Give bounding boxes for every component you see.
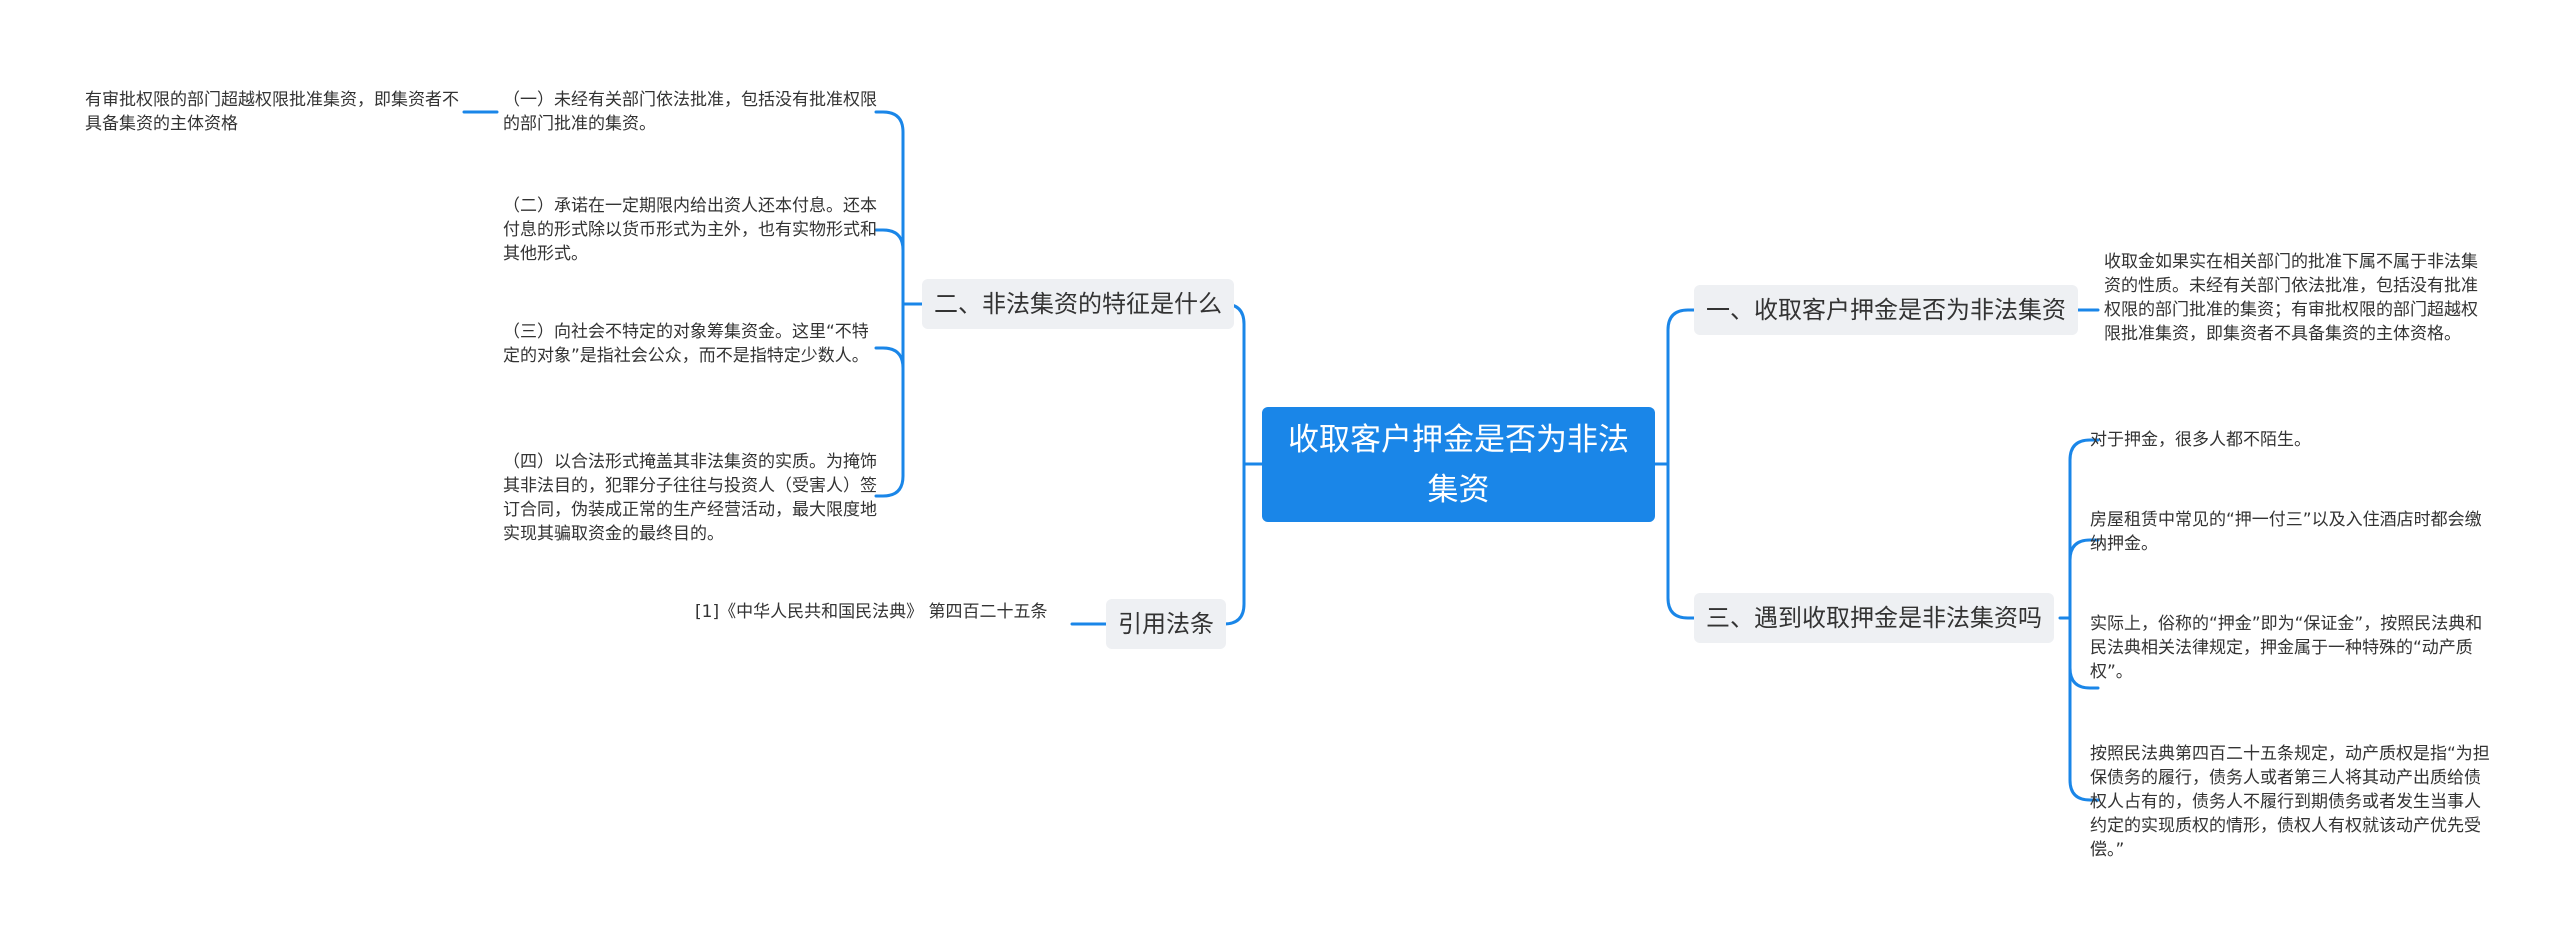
branch-3-leaf-2-text: 房屋租赁中常见的“押一付三”以及入住酒店时都会缴纳押金。 [2090,510,2482,554]
branch-2-leaf-2-text: （二）承诺在一定期限内给出资人还本付息。还本付息的形式除以货币形式为主外，也有实… [503,196,877,264]
branch-3-label: 三、遇到收取押金是非法集资吗 [1706,604,2042,632]
branch-2-leaf-3[interactable]: （三）向社会不特定的对象筹集资金。这里“不特定的对象”是指社会公众，而不是指特定… [503,320,878,368]
branch-2-leaf-1[interactable]: （一）未经有关部门依法批准，包括没有批准权限的部门批准的集资。 [503,88,878,136]
branch-2-leaf-4[interactable]: （四）以合法形式掩盖其非法集资的实质。为掩饰其非法目的，犯罪分子往往与投资人（受… [503,450,878,546]
branch-2-label: 二、非法集资的特征是什么 [934,290,1222,318]
link-root-b1 [1653,308,1696,466]
branch-2-leaf-2[interactable]: （二）承诺在一定期限内给出资人还本付息。还本付息的形式除以货币形式为主外，也有实… [503,194,878,266]
branch-2-sub-leaf[interactable]: 有审批权限的部门超越权限批准集资，即集资者不具备集资的主体资格 [85,88,460,136]
link-root-b4 [1218,462,1264,626]
branch-3-leaf-1[interactable]: 对于押金，很多人都不陌生。 [2090,428,2490,452]
branch-2-sub-leaf-text: 有审批权限的部门超越权限批准集资，即集资者不具备集资的主体资格 [85,90,459,134]
branch-2-leaf-1-text: （一）未经有关部门依法批准，包括没有批准权限的部门批准的集资。 [503,90,877,134]
branch-4-leaf[interactable]: [1]《中华人民共和国民法典》 第四百二十五条 [695,600,1070,624]
branch-3-leaf-3-text: 实际上，俗称的“押金”即为“保证金”，按照民法典和民法典相关法律规定，押金属于一… [2090,614,2483,682]
branch-2-topic[interactable]: 二、非法集资的特征是什么 [922,279,1234,329]
branch-3-leaf-1-text: 对于押金，很多人都不陌生。 [2090,430,2311,450]
branch-2-leaf-4-text: （四）以合法形式掩盖其非法集资的实质。为掩饰其非法目的，犯罪分子往往与投资人（受… [503,452,877,544]
root-topic[interactable]: 收取客户押金是否为非法集资 [1262,407,1655,522]
link-root-b3 [1653,462,1696,620]
branch-3-topic[interactable]: 三、遇到收取押金是非法集资吗 [1694,593,2054,643]
branch-4-label: 引用法条 [1118,610,1214,638]
branch-1-label: 一、收取客户押金是否为非法集资 [1706,296,2066,324]
link-b3-leaves [2058,438,2100,620]
branch-4-leaf-text: [1]《中华人民共和国民法典》 第四百二十五条 [695,602,1048,622]
branch-4-topic[interactable]: 引用法条 [1106,599,1226,649]
link-b2-leaves [874,110,924,306]
branch-1-leaf-text: 收取金如果实在相关部门的批准下属不属于非法集资的性质。未经有关部门依法批准，包括… [2104,252,2478,344]
root-title: 收取客户押金是否为非法集资 [1288,421,1629,508]
branch-1-topic[interactable]: 一、收取客户押金是否为非法集资 [1694,285,2078,335]
branch-3-leaf-4[interactable]: 按照民法典第四百二十五条规定，动产质权是指“为担保债务的履行，债务人或者第三人将… [2090,742,2490,862]
branch-1-leaf[interactable]: 收取金如果实在相关部门的批准下属不属于非法集资的性质。未经有关部门依法批准，包括… [2104,250,2484,346]
branch-3-leaf-2[interactable]: 房屋租赁中常见的“押一付三”以及入住酒店时都会缴纳押金。 [2090,508,2490,556]
branch-2-leaf-3-text: （三）向社会不特定的对象筹集资金。这里“不特定的对象”是指社会公众，而不是指特定… [503,322,869,366]
branch-3-leaf-3[interactable]: 实际上，俗称的“押金”即为“保证金”，按照民法典和民法典相关法律规定，押金属于一… [2090,612,2490,684]
branch-3-leaf-4-text: 按照民法典第四百二十五条规定，动产质权是指“为担保债务的履行，债务人或者第三人将… [2090,744,2490,860]
